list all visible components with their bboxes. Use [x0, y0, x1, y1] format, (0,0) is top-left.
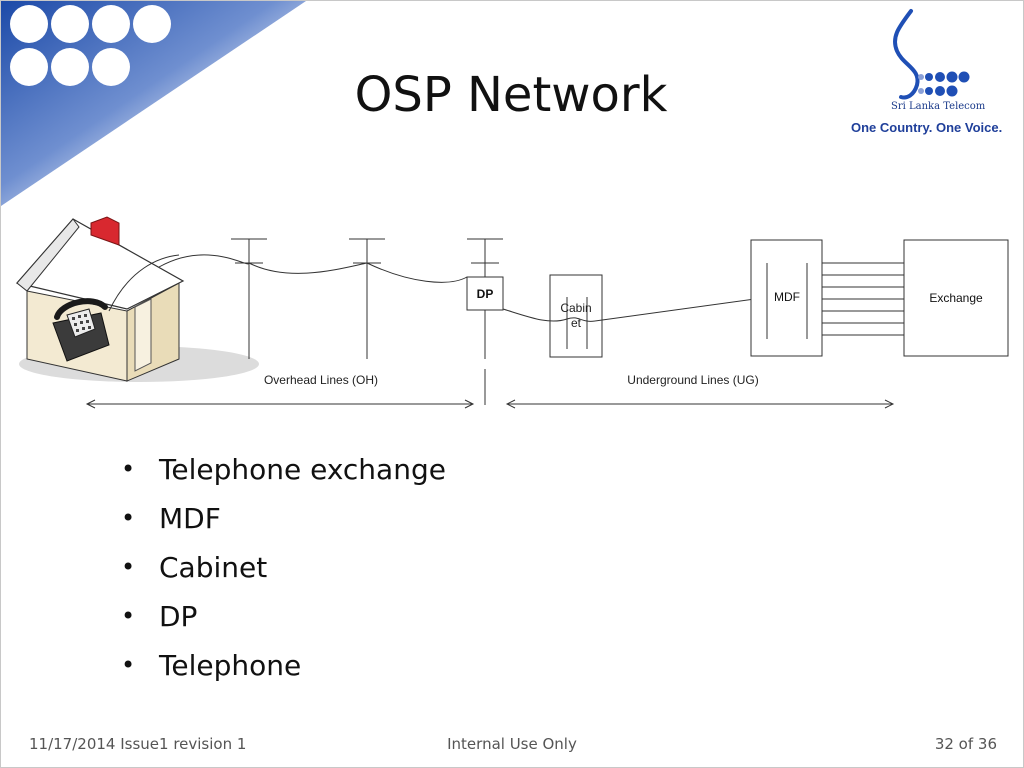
dp-label: DP	[477, 287, 494, 301]
list-item-text: Telephone	[159, 649, 302, 682]
dp-box	[466, 276, 504, 311]
list-item: •Telephone exchange	[121, 453, 446, 486]
list-item-text: MDF	[159, 502, 221, 535]
sri-lanka-telecom-logo: Sri Lanka Telecom One Country. One Voice…	[841, 7, 1021, 142]
logo-tagline: One Country. One Voice.	[851, 120, 1003, 135]
list-item: •Cabinet	[121, 551, 268, 584]
mdf-label: MDF	[774, 290, 800, 304]
cabinet-label-1: Cabin	[560, 301, 591, 315]
underground-lines-label: Underground Lines (UG)	[627, 373, 758, 387]
cabinet-box	[549, 274, 603, 358]
overhead-poles	[231, 238, 503, 405]
logo-company-name: Sri Lanka Telecom	[891, 101, 986, 112]
component-list: •Telephone exchange •MDF •Cabinet •DP •T…	[119, 445, 446, 690]
corner-decoration	[1, 1, 306, 206]
logo-mark-icon	[892, 9, 970, 100]
footer-page-number: 32 of 36	[934, 735, 997, 753]
telephone-icon	[52, 298, 110, 362]
footer-classification: Internal Use Only	[447, 735, 577, 753]
overhead-lines-label: Overhead Lines (OH)	[264, 373, 378, 387]
list-item: •MDF	[121, 502, 221, 535]
list-item: •Telephone	[121, 649, 302, 682]
exchange-label: Exchange	[929, 291, 983, 305]
list-item: •DP	[121, 600, 198, 633]
exchange-box	[903, 239, 1009, 357]
list-item-text: Cabinet	[159, 551, 268, 584]
cabinet-label-2: et	[571, 316, 582, 330]
list-item-text: DP	[159, 600, 198, 633]
osp-network-diagram: DP Cabin et MDF Exchange Overhead Lines	[15, 216, 1009, 409]
mdf-box	[750, 239, 823, 357]
footer-date: 11/17/2014 Issue1 revision 1	[29, 735, 247, 753]
list-item-text: Telephone exchange	[159, 453, 446, 486]
house-icon	[15, 216, 259, 382]
slide-title: OSP Network	[354, 67, 668, 123]
span-arrows	[85, 399, 895, 409]
cable-bundle	[822, 262, 904, 336]
